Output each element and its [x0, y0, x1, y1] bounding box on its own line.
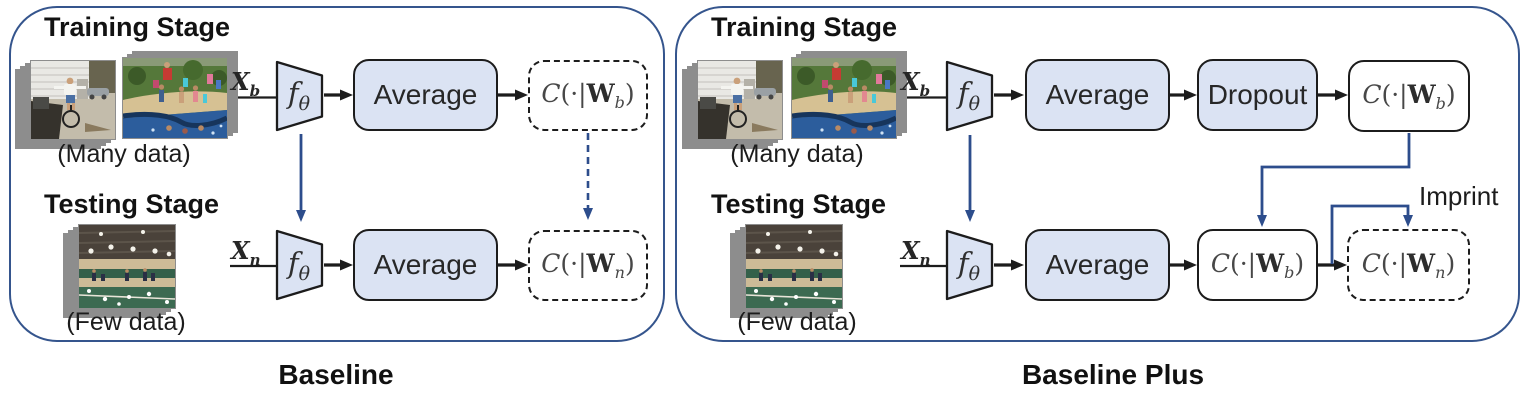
rider-shape — [721, 77, 753, 128]
open-paren: (·| — [1380, 248, 1408, 278]
classifier-wb-box-train-right: C(·|Wb) — [1348, 60, 1470, 132]
input-xb-label-left: Xb — [231, 67, 260, 100]
c-symbol: C — [541, 79, 561, 108]
c-symbol: C — [1210, 248, 1230, 278]
average-label: Average — [1045, 79, 1150, 110]
w-subscript: b — [614, 93, 625, 112]
video-frame-basketball — [745, 224, 843, 309]
w-symbol: W — [586, 249, 615, 278]
theta-subscript: θ — [298, 262, 311, 285]
close-paren: ) — [1294, 248, 1305, 278]
pool-scene-image — [123, 58, 227, 138]
x-symbol: X — [231, 236, 250, 265]
encoder-label-train-right: fθ — [946, 76, 992, 115]
average-label: Average — [373, 249, 478, 280]
testing-stage-heading-left: Testing Stage — [44, 189, 220, 219]
classifier-wn-label: C(·|Wn) — [1362, 249, 1455, 282]
f-symbol: f — [957, 76, 969, 110]
f-symbol: f — [287, 76, 299, 110]
classifier-wb-box-train-left: C(·|Wb) — [528, 60, 648, 131]
x-subscript: b — [919, 81, 931, 100]
input-xb-label-right: Xb — [901, 67, 930, 100]
close-paren: ) — [624, 79, 635, 108]
encoder-label-train-left: fθ — [276, 76, 322, 115]
w-symbol: W — [1256, 248, 1285, 278]
f-symbol: f — [287, 246, 299, 280]
dropout-box: Dropout — [1197, 59, 1318, 131]
close-paren: ) — [1445, 248, 1456, 278]
input-xn-label-left: Xn — [231, 236, 261, 269]
w-subscript: n — [614, 263, 625, 282]
few-data-caption-left: (Few data) — [66, 308, 186, 336]
c-symbol: C — [1361, 248, 1381, 278]
baseline-plus-panel — [675, 6, 1520, 342]
classifier-wb-label: C(·|Wb) — [1211, 249, 1304, 282]
x-subscript: n — [249, 250, 261, 269]
close-paren: ) — [624, 249, 635, 278]
x-subscript: b — [249, 81, 261, 100]
f-symbol: f — [957, 246, 969, 280]
x-symbol: X — [231, 67, 250, 96]
average-box-train-right: Average — [1025, 59, 1170, 131]
average-label: Average — [1045, 249, 1150, 280]
average-box-test-right: Average — [1025, 229, 1170, 301]
c-symbol: C — [1362, 79, 1382, 109]
dropout-label: Dropout — [1207, 79, 1308, 110]
w-symbol: W — [1407, 79, 1436, 109]
video-frame-unicycle — [697, 60, 783, 140]
w-subscript: b — [1435, 93, 1446, 113]
theta-subscript: θ — [968, 262, 981, 285]
x-symbol: X — [901, 236, 920, 265]
encoder-label-test-left: fθ — [276, 246, 322, 285]
unicycle-scene-image — [31, 61, 115, 139]
many-data-caption-right: (Many data) — [730, 140, 864, 168]
close-paren: ) — [1445, 79, 1456, 109]
pool-scene-image — [792, 58, 896, 138]
average-label: Average — [373, 79, 478, 110]
w-subscript: b — [1284, 262, 1295, 282]
x-subscript: n — [919, 250, 931, 269]
basketball-court-image — [79, 225, 175, 308]
theta-subscript: θ — [298, 92, 311, 115]
few-data-caption-right: (Few data) — [737, 308, 857, 336]
theta-subscript: θ — [968, 92, 981, 115]
open-paren: (·| — [1381, 79, 1408, 109]
car-shape — [754, 88, 776, 100]
classifier-wb-box-test-right: C(·|Wb) — [1197, 229, 1318, 301]
input-xn-label-right: Xn — [901, 236, 931, 269]
c-symbol: C — [541, 249, 561, 278]
w-symbol: W — [586, 79, 615, 108]
baseline-caption: Baseline — [278, 359, 394, 390]
w-subscript: n — [1435, 262, 1446, 282]
training-stage-heading-left: Training Stage — [44, 12, 231, 42]
classifier-wn-label: C(·|Wn) — [541, 249, 634, 282]
car-shape — [87, 88, 109, 100]
imprint-label: Imprint — [1419, 181, 1499, 211]
baseline-plus-caption: Baseline Plus — [1021, 359, 1205, 390]
w-symbol: W — [1407, 248, 1436, 278]
open-paren: (·| — [560, 79, 587, 108]
baseline-panel — [9, 6, 665, 342]
x-symbol: X — [901, 67, 920, 96]
open-paren: (·| — [1229, 248, 1257, 278]
video-frame-unicycle — [30, 60, 116, 140]
average-box-train-left: Average — [353, 59, 498, 131]
basketball-court-image — [746, 225, 842, 308]
rider-shape — [54, 77, 86, 128]
video-frame-pool — [791, 57, 897, 139]
classifier-wn-box-test-left: C(·|Wn) — [528, 230, 648, 301]
training-stage-heading-right: Training Stage — [711, 12, 898, 42]
video-frame-basketball — [78, 224, 176, 309]
unicycle-scene-image — [698, 61, 782, 139]
classifier-wb-label: C(·|Wb) — [1362, 80, 1455, 113]
many-data-caption-left: (Many data) — [57, 140, 191, 168]
average-box-test-left: Average — [353, 229, 498, 301]
classifier-wn-box-test-right: C(·|Wn) — [1347, 229, 1470, 301]
encoder-label-test-right: fθ — [946, 246, 992, 285]
video-frame-pool — [122, 57, 228, 139]
testing-stage-heading-right: Testing Stage — [711, 189, 887, 219]
classifier-wb-label: C(·|Wb) — [541, 79, 634, 112]
open-paren: (·| — [560, 249, 587, 278]
